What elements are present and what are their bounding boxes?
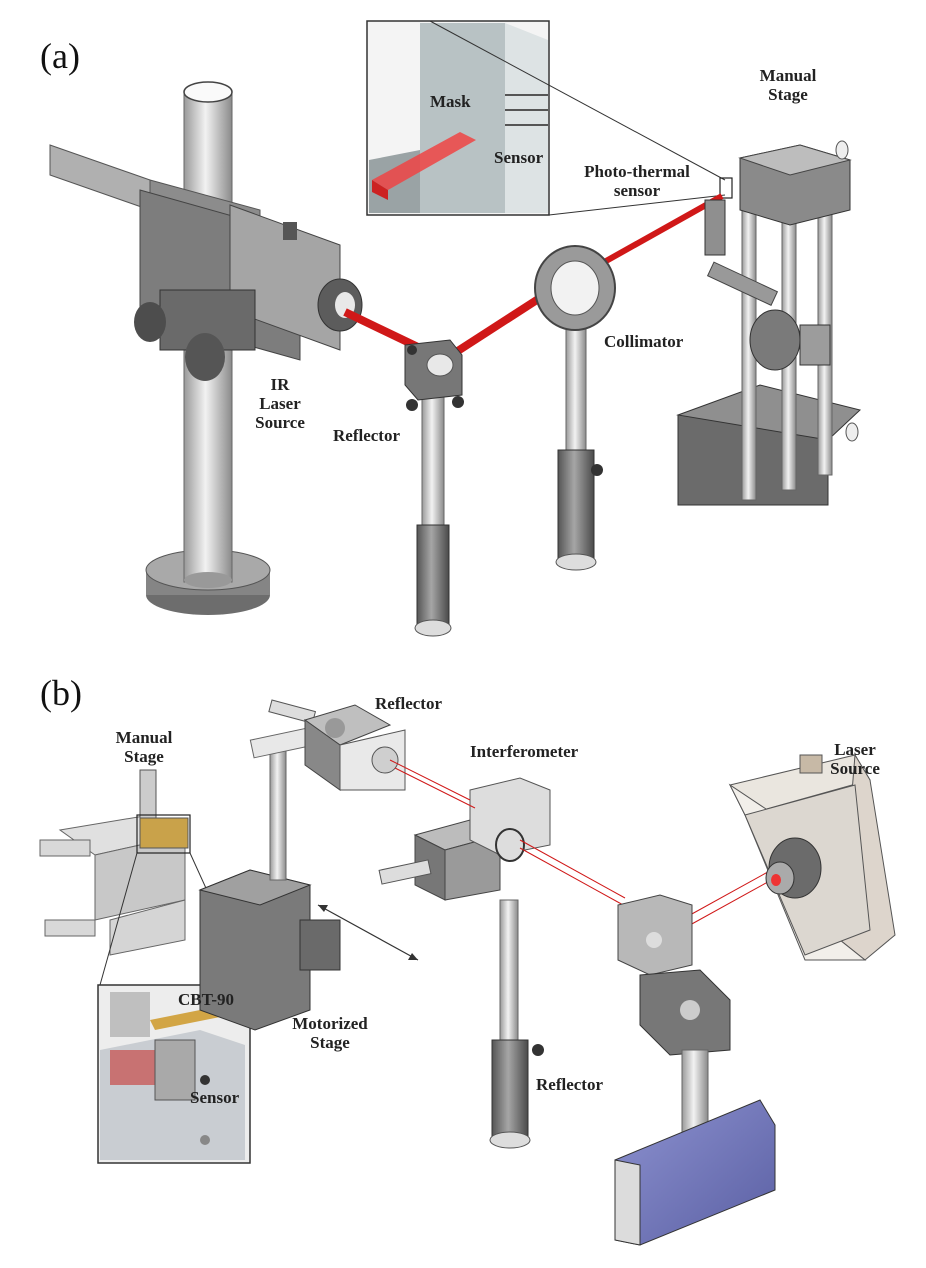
interferometer bbox=[378, 777, 551, 1149]
mask-beam bbox=[372, 132, 476, 190]
beam-splitter-mount bbox=[614, 894, 776, 1246]
laser-source-b bbox=[728, 753, 896, 961]
beam-a-3 bbox=[588, 193, 724, 273]
label-reflector-top-b: Reflector bbox=[375, 694, 443, 713]
zoom-line bbox=[429, 20, 726, 181]
motion-arrow bbox=[317, 904, 419, 961]
motorized-stage bbox=[198, 720, 343, 1031]
manual-stage-b bbox=[39, 769, 191, 956]
label-collimator: Collimator bbox=[604, 332, 684, 351]
beam-a-1 bbox=[343, 308, 422, 352]
collimator bbox=[534, 245, 616, 571]
ir-laser-source bbox=[49, 144, 363, 381]
beams-b bbox=[389, 759, 776, 926]
inset-mask-sensor bbox=[366, 20, 550, 216]
label-reflector-a: Reflector bbox=[333, 426, 401, 445]
label-sensor-b: Sensor bbox=[190, 1088, 240, 1107]
label-cbt90: CBT-90 bbox=[178, 990, 235, 1009]
reflector-a bbox=[404, 339, 464, 637]
panel-label-b: (b) bbox=[40, 673, 82, 713]
label-reflector-bottom-b: Reflector bbox=[536, 1075, 604, 1094]
reflector-top-b bbox=[268, 699, 406, 791]
label-sensor-a: Sensor bbox=[494, 148, 544, 167]
panel-label-a: (a) bbox=[40, 36, 80, 76]
manual-stage-a bbox=[676, 140, 862, 506]
label-interferometer: Interferometer bbox=[470, 742, 579, 761]
inset-cbt90-sensor bbox=[97, 984, 251, 1164]
label-mask: Mask bbox=[430, 92, 471, 111]
